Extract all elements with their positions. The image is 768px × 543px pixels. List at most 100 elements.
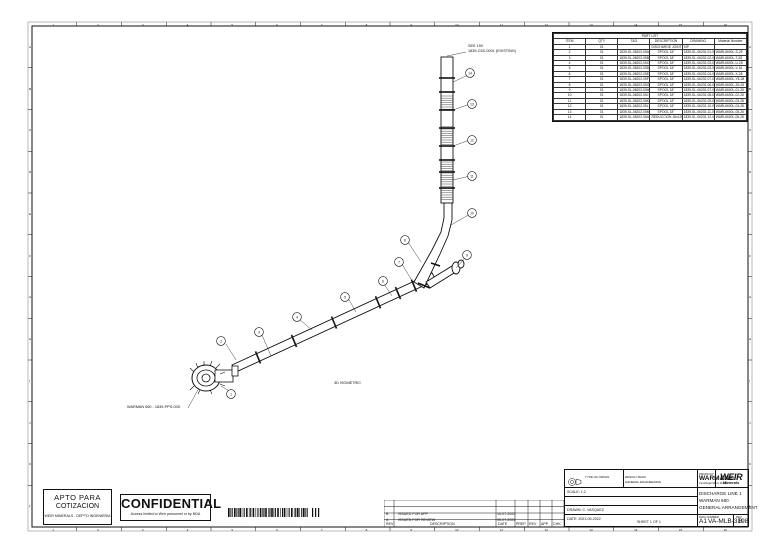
svg-text:8: 8 <box>404 238 406 242</box>
svg-text:14: 14 <box>468 71 472 75</box>
type-of-origin-label: TYPE OF ORIGIN <box>585 475 610 479</box>
parts-list-cell: DISCHARGE JOINT <box>649 43 683 51</box>
parts-list-cell: WARL6600L-Z6-28 <box>713 81 748 89</box>
revision-header-rev: REV <box>386 522 394 526</box>
parts-list-cell: 1839-SL-06202-05D <box>617 65 651 72</box>
weir-logo: WEIR <box>720 472 743 482</box>
zone-row-label: K <box>29 462 32 467</box>
confidential-stamp: CONFIDENTIAL Access limited to Weir pers… <box>120 494 221 521</box>
revision-row-a-date: 05-07-2022 <box>497 518 516 522</box>
svg-text:12: 12 <box>470 138 474 142</box>
brand-subtitle: Centrifugal Slurry Pumps <box>699 482 728 485</box>
zone-col-label: 10 <box>455 527 459 532</box>
svg-text:4: 4 <box>296 315 298 319</box>
zone-col-label: 13 <box>589 22 593 27</box>
zone-col-label: 14 <box>634 527 638 532</box>
zone-row-label: H <box>29 337 32 342</box>
parts-list-cell: 1839-SL-06202-05G <box>617 81 651 89</box>
parts-list-cell: 1839-SL-06202-08-01 <box>681 92 715 99</box>
revision-header-prep: PREP <box>516 522 526 526</box>
parts-list-header-cell: DESCRIPTION <box>649 38 683 45</box>
revision-row-b-rev: B <box>386 512 389 516</box>
parts-list-header-cell: Material Number <box>713 38 748 45</box>
parts-list-cell: WARL6600L-03-28 <box>713 97 748 105</box>
zone-col-label: 12 <box>544 22 548 27</box>
zone-row-label: C <box>29 128 32 133</box>
balloon-item-5: 5 <box>340 292 350 302</box>
balloon-item-9: 9 <box>462 250 472 260</box>
parts-list-title: PART LIST <box>553 32 747 40</box>
balloon-item-14: 14 <box>465 68 475 78</box>
balloon-item-11: 11 <box>467 171 477 181</box>
zone-col-label: 9 <box>410 22 413 27</box>
zone-col-label: 4 <box>186 22 189 27</box>
balloon-item-2: 2 <box>216 336 226 346</box>
zone-row-label: B <box>29 86 32 91</box>
zone-col-label: 3 <box>141 527 144 532</box>
rev-label: REV <box>736 515 742 519</box>
date-field: DATE: 2021-05-2022 <box>567 517 601 521</box>
zone-row-label: F <box>29 253 31 258</box>
run-flanges <box>254 262 441 364</box>
zone-col-label: 9 <box>410 527 413 532</box>
balloon-item-1: 1 <box>226 389 236 399</box>
zone-row-label: G <box>29 295 32 300</box>
zone-col-label: 3 <box>141 22 144 27</box>
svg-text:2: 2 <box>220 339 222 343</box>
zone-col-label: 7 <box>320 22 323 27</box>
revision-header-chk: CHK <box>553 522 561 526</box>
parts-list-cell: 1839-SL-06202-06A <box>617 114 651 121</box>
parts-list-cell: 1839-SL-06202-05C <box>617 59 651 67</box>
design-team-label: DESIGN TEAM <box>625 475 646 479</box>
zone-row-label: I <box>29 378 30 383</box>
zone-col-label: 8 <box>365 527 368 532</box>
parts-list-cell: WARL6600L-01-28 <box>713 87 748 94</box>
zone-row-label: K <box>749 462 752 467</box>
balloon-item-8: 8 <box>400 235 410 245</box>
zone-col-label: 5 <box>231 527 234 532</box>
parts-list-cell: WARL6600L-T-28 <box>713 54 748 62</box>
zone-col-label: 8 <box>365 22 368 27</box>
parts-list-cell: WARL6600L-04-28 <box>713 103 748 110</box>
zone-row-label: C <box>749 128 752 133</box>
zone-row-label: F <box>749 253 751 258</box>
parts-list-cell: 1839-SL-06202-03-02 <box>681 65 715 72</box>
svg-text:11: 11 <box>470 174 474 178</box>
drawn-field: DRAWN: C. VASQUEZ <box>567 508 604 512</box>
svg-text:1: 1 <box>230 392 232 396</box>
parts-list-cell: 1839-SL-06202-05L <box>617 103 651 110</box>
parts-list-cell: 1839-SL-06202-05K <box>617 97 651 105</box>
parts-list-cell: WARL6600L-02-28 <box>713 92 748 99</box>
zone-col-label: 6 <box>276 22 278 27</box>
view-label: 3D ISOMETRIC <box>334 381 362 385</box>
zone-row-label: J <box>749 420 751 425</box>
parts-list-cell: 1839-SL-06202-05F <box>617 76 651 83</box>
revision-header-date: DATE <box>498 522 508 526</box>
parts-list-cell: 1839-SL-06202-11-01 <box>681 108 715 116</box>
zone-row-label: I <box>749 378 750 383</box>
zone-col-label: 7 <box>320 527 323 532</box>
zone-row-label: B <box>749 86 752 91</box>
svg-text:6: 6 <box>382 279 384 283</box>
parts-list-cell: REDUCCION 18x12NEW <box>649 114 683 121</box>
parts-list-cell: 1839-SL-06202-05B <box>617 54 651 62</box>
parts-list-cell: 1839-SL-06202-05J <box>617 92 651 99</box>
parts-list-cell: WARL6600L-S-28 <box>713 49 748 56</box>
zone-col-label: 2 <box>97 22 99 27</box>
see-reference-label: SEE 150 1839-C5X-0001 (EXISTING) <box>468 44 517 53</box>
zone-row-label: L <box>749 504 751 509</box>
zone-row-label: A <box>749 44 752 49</box>
parts-list-cell: 1839-SL-06202-05M <box>617 108 651 116</box>
balloon-item-6: 6 <box>378 276 388 286</box>
zone-col-label: 15 <box>678 22 683 27</box>
zone-col-label: 16 <box>723 22 727 27</box>
parts-list-cell: 1839-SL-06202-07-01 <box>681 87 715 94</box>
